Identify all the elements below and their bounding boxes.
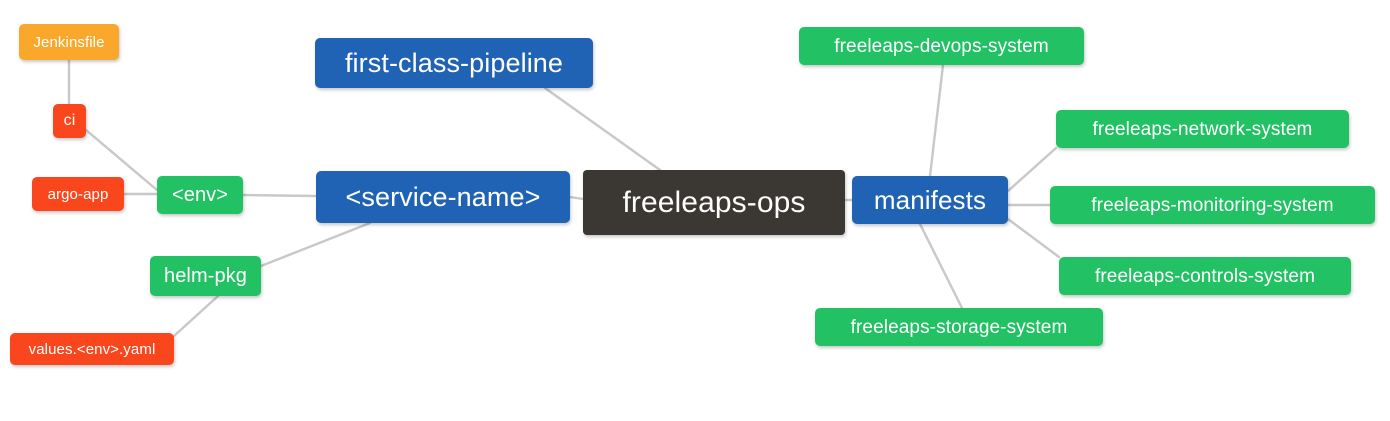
node-storage-system[interactable]: freeleaps-storage-system <box>815 308 1103 346</box>
node-jenkinsfile[interactable]: Jenkinsfile <box>19 24 119 60</box>
node-monitoring-system[interactable]: freeleaps-monitoring-system <box>1050 186 1375 224</box>
node-controls-system[interactable]: freeleaps-controls-system <box>1059 257 1351 295</box>
node-service-name[interactable]: <service-name> <box>316 171 570 223</box>
node-manifests[interactable]: manifests <box>852 176 1008 224</box>
node-argo-app[interactable]: argo-app <box>32 177 124 211</box>
node-helm-pkg[interactable]: helm-pkg <box>150 256 261 296</box>
node-freeleaps-ops[interactable]: freeleaps-ops <box>583 170 845 235</box>
node-env[interactable]: <env> <box>157 176 243 214</box>
node-devops-system[interactable]: freeleaps-devops-system <box>799 27 1084 65</box>
node-ci[interactable]: ci <box>53 104 86 138</box>
node-network-system[interactable]: freeleaps-network-system <box>1056 110 1349 148</box>
node-first-class-pipeline[interactable]: first-class-pipeline <box>315 38 593 88</box>
node-values-yaml[interactable]: values.<env>.yaml <box>10 333 174 365</box>
